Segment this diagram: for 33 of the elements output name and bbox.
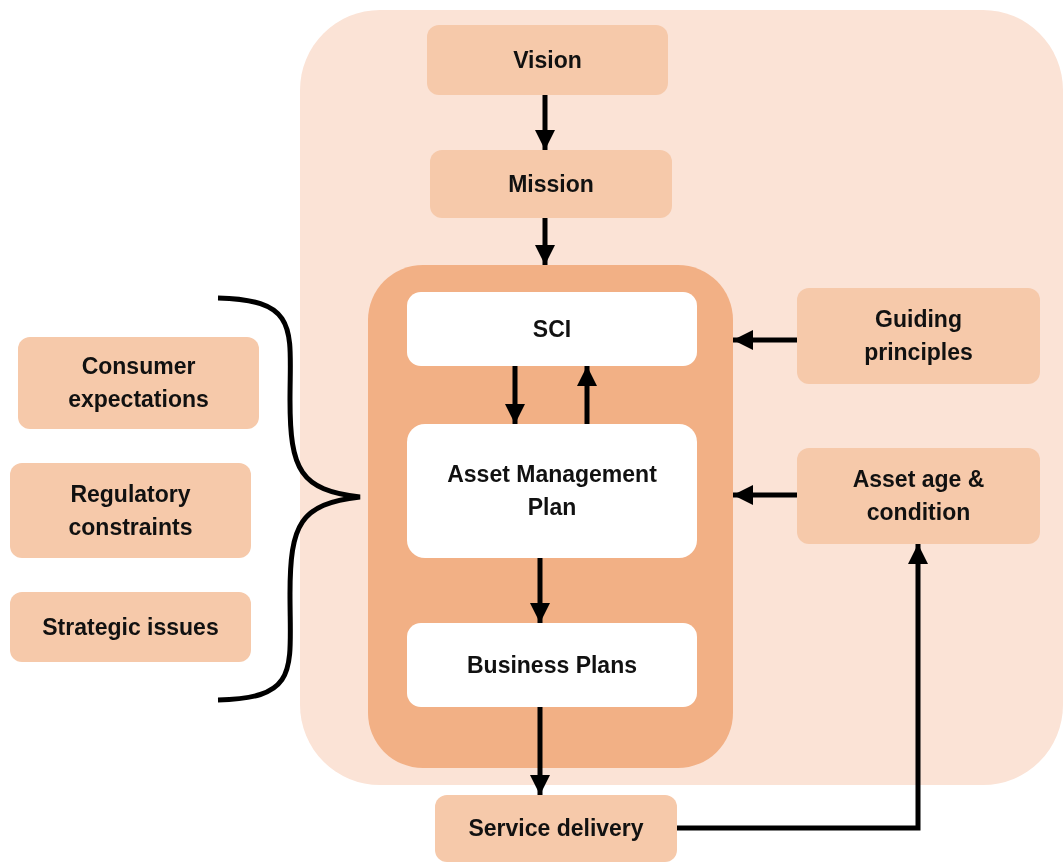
arrow bbox=[530, 707, 550, 795]
process-box bbox=[407, 623, 697, 707]
arrow bbox=[733, 330, 797, 350]
process-box bbox=[407, 424, 697, 558]
group-panel bbox=[368, 265, 733, 768]
node-label: Strategic issues bbox=[41, 612, 220, 642]
background-panel bbox=[300, 10, 1063, 785]
output-box bbox=[435, 795, 677, 862]
node-label: Service delivery bbox=[467, 814, 645, 843]
input-box bbox=[18, 337, 259, 429]
node-label: Regulatory constraints bbox=[67, 479, 194, 542]
node-label: SCI bbox=[531, 314, 573, 344]
arrow bbox=[577, 366, 597, 424]
input-box bbox=[10, 463, 251, 558]
node-label: Asset Management Plan bbox=[446, 460, 658, 522]
input-box bbox=[10, 592, 251, 662]
arrow bbox=[677, 544, 928, 831]
node-label: Vision bbox=[512, 45, 583, 75]
arrow bbox=[733, 485, 797, 505]
input-box bbox=[797, 448, 1040, 544]
arrow bbox=[505, 366, 525, 424]
process-box bbox=[427, 25, 668, 95]
node-label: Consumer expectations bbox=[67, 352, 210, 414]
process-box bbox=[430, 150, 672, 218]
node-label: Asset age & condition bbox=[851, 465, 986, 527]
input-box bbox=[797, 288, 1040, 384]
arrow bbox=[535, 95, 555, 150]
arrow bbox=[530, 558, 550, 623]
node-label: Mission bbox=[507, 169, 595, 199]
node-label: Business Plans bbox=[466, 650, 638, 680]
node-label: Guiding principles bbox=[863, 305, 974, 367]
arrow bbox=[535, 218, 555, 265]
process-box bbox=[407, 292, 697, 366]
